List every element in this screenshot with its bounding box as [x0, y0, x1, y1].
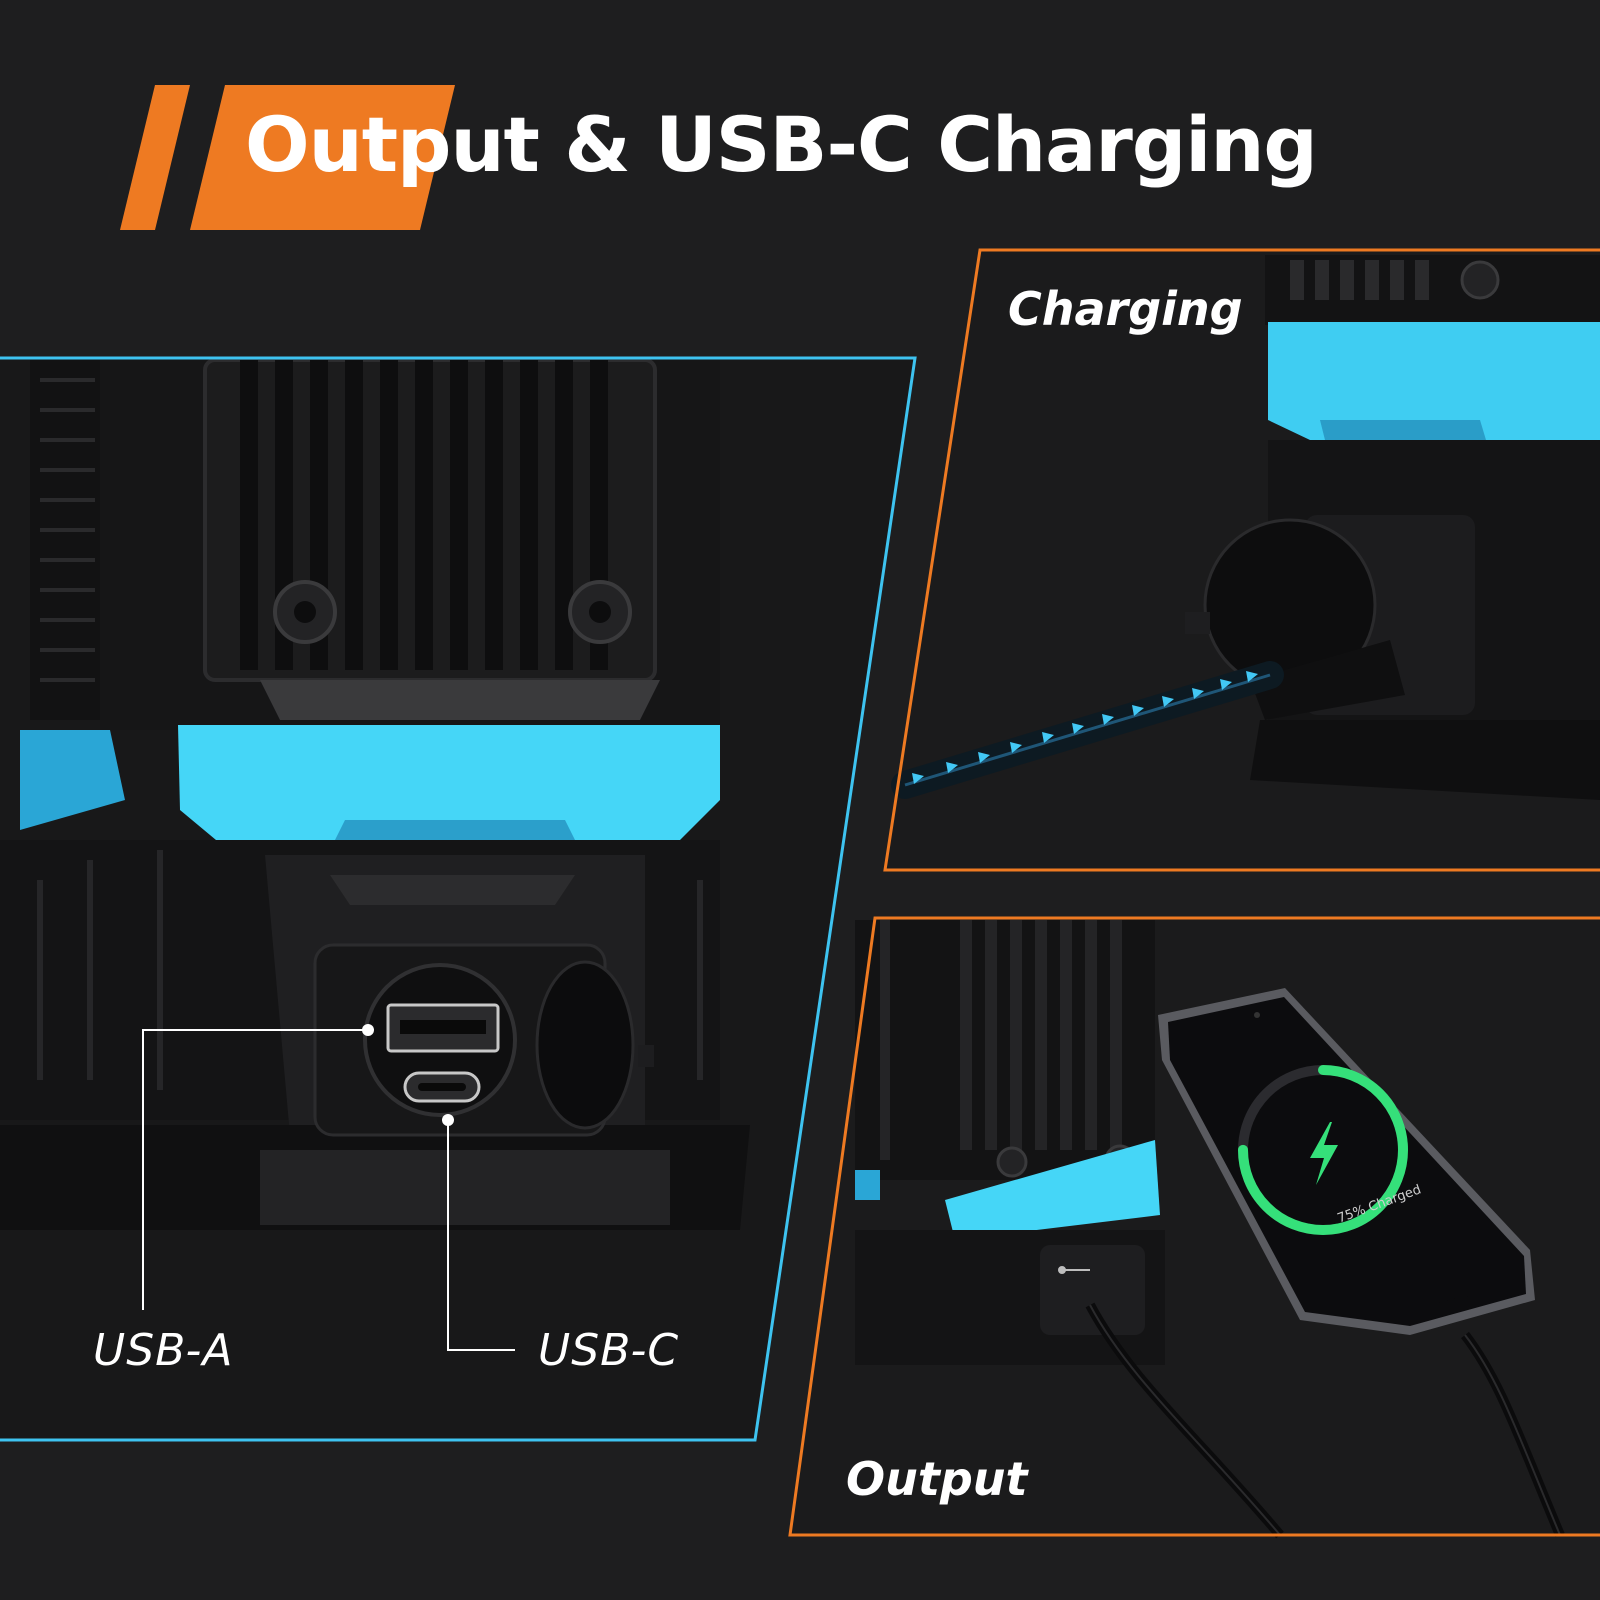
charge-ring-progress — [1238, 1065, 1408, 1235]
output-panel — [788, 916, 1600, 1539]
main-panel-frame — [0, 356, 917, 1442]
callout-lines — [142, 1029, 515, 1351]
smartphone — [1158, 988, 1535, 1335]
charging-label: Charging — [1008, 282, 1243, 336]
main-panel — [0, 356, 917, 1442]
port-cover — [535, 960, 635, 1130]
charging-panel — [883, 248, 1600, 872]
usb-symbol-icon — [1058, 1266, 1090, 1274]
charging-flow-arrows — [912, 671, 1258, 784]
usb-c-label: USB-C — [538, 1325, 680, 1376]
page-title: Output & USB-C Charging — [245, 100, 1318, 189]
device-closeup — [0, 358, 750, 1230]
blue-accent-band — [20, 730, 125, 830]
output-label: Output — [846, 1452, 1028, 1506]
lightning-bolt-icon — [1310, 1122, 1338, 1185]
output-panel-frame — [788, 916, 1600, 1537]
title-accent-stripe — [120, 85, 190, 230]
charging-panel-frame — [883, 248, 1600, 872]
title-accent-banner — [190, 85, 455, 230]
usb-a-label: USB-A — [93, 1325, 234, 1376]
